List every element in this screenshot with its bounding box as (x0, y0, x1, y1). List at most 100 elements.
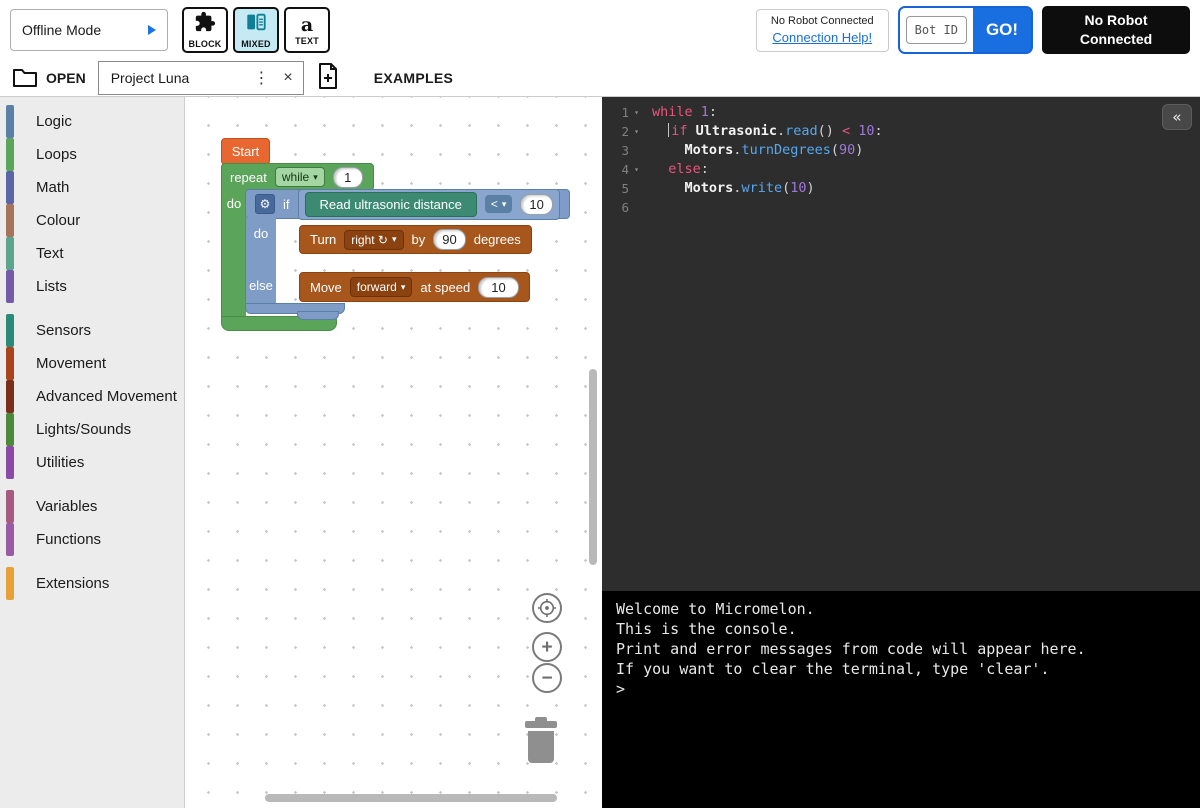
code-line[interactable]: Motors.turnDegrees(90) (652, 141, 1200, 160)
blockly-workspace[interactable]: Start repeat while ▾ 1 do ⚙ if Read ultr… (185, 97, 602, 808)
code-token: while (652, 104, 693, 120)
line-number: 3 (611, 141, 629, 160)
repeat-label: repeat (230, 170, 267, 185)
toolbox-category-colour[interactable]: Colour (0, 204, 184, 237)
tab-close-icon[interactable]: × (277, 69, 298, 87)
connection-help-link[interactable]: Connection Help! (771, 30, 874, 45)
zoom-out-button[interactable]: − (532, 663, 562, 693)
move-block[interactable]: Move forward ▾ at speed 10 (299, 272, 530, 302)
toolbox-category-lights-sounds[interactable]: Lights/Sounds (0, 413, 184, 446)
compare-block[interactable]: Read ultrasonic distance < ▾ 10 (298, 189, 560, 220)
repeat-value-slot[interactable]: 1 (333, 167, 363, 188)
text-view-button[interactable]: a TEXT (284, 7, 330, 53)
code-line[interactable]: Motors.write(10) (652, 179, 1200, 198)
fold-arrow-icon[interactable]: ▾ (631, 160, 642, 179)
if-block-header[interactable]: ⚙ if Read ultrasonic distance < ▾ 10 (245, 189, 570, 219)
code-line[interactable]: if Ultrasonic.read() < 10: (652, 122, 1200, 141)
horizontal-scrollbar[interactable] (265, 794, 557, 802)
repeat-mode-dropdown[interactable]: while ▾ (275, 167, 325, 187)
console-prompt[interactable]: > (616, 679, 1200, 699)
tab-menu-icon[interactable]: ⋮ (247, 68, 275, 88)
toolbox-category-utilities[interactable]: Utilities (0, 446, 184, 479)
category-label: Variables (36, 498, 97, 515)
block-view-button[interactable]: BLOCK (182, 7, 228, 53)
examples-button[interactable]: EXAMPLES (374, 70, 453, 86)
zoom-in-button[interactable]: + (532, 632, 562, 662)
toolbox-category-logic[interactable]: Logic (0, 105, 184, 138)
toolbox-category-loops[interactable]: Loops (0, 138, 184, 171)
category-color-bar (6, 204, 14, 237)
category-color-bar (6, 171, 14, 204)
code-token: 1 (701, 104, 709, 120)
mutator-gear-icon[interactable]: ⚙ (255, 194, 275, 214)
if-block-connector[interactable] (297, 311, 339, 320)
console[interactable]: Welcome to Micromelon.This is the consol… (602, 591, 1200, 808)
toolbox-category-advanced-movement[interactable]: Advanced Movement (0, 380, 184, 413)
toolbox-category-functions[interactable]: Functions (0, 523, 184, 556)
toolbox-category-movement[interactable]: Movement (0, 347, 184, 380)
category-color-bar (6, 413, 14, 446)
toolbox-group: Extensions (0, 567, 184, 600)
project-tab[interactable]: Project Luna ⋮ × (98, 61, 304, 95)
code-token: Motors (685, 180, 734, 196)
zoom-reset-button[interactable] (532, 593, 562, 623)
code-line[interactable] (652, 198, 1200, 217)
move-value-slot[interactable]: 10 (478, 277, 518, 298)
fold-arrow-icon[interactable]: ▾ (631, 122, 642, 141)
right-panel: 1▾2▾34▾56 while 1: if Ultrasonic.read() … (602, 97, 1200, 808)
ultrasonic-sensor-block[interactable]: Read ultrasonic distance (305, 192, 477, 217)
code-token: : (875, 123, 883, 139)
toolbox-category-lists[interactable]: Lists (0, 270, 184, 303)
go-button[interactable]: GO! (973, 8, 1031, 52)
start-block[interactable]: Start (221, 138, 270, 165)
turn-direction-dropdown[interactable]: right ↻ ▾ (344, 230, 403, 250)
trash-can-icon[interactable] (521, 717, 561, 770)
collapse-panel-button[interactable]: « (1162, 104, 1192, 130)
toolbox-category-text[interactable]: Text (0, 237, 184, 270)
code-line[interactable]: while 1: (652, 103, 1200, 122)
new-file-button[interactable] (316, 62, 340, 95)
mixed-view-button[interactable]: MIXED (233, 7, 279, 53)
split-view-icon (245, 11, 267, 38)
move-direction-dropdown[interactable]: forward ▾ (350, 277, 413, 297)
connection-status: No Robot Connected (771, 15, 874, 27)
gutter-line: 3 (602, 141, 646, 160)
category-label: Text (36, 245, 64, 262)
open-button[interactable]: OPEN (12, 66, 86, 91)
top-header: Offline Mode BLOCK MIXED a TEXT (0, 0, 1200, 60)
code-token: ) (806, 180, 814, 196)
toolbox-category-math[interactable]: Math (0, 171, 184, 204)
repeat-block-spine[interactable]: do (221, 190, 246, 316)
mode-select[interactable]: Offline Mode (10, 9, 168, 51)
code-token: 10 (790, 180, 806, 196)
crosshair-icon (536, 597, 558, 619)
editor-code[interactable]: while 1: if Ultrasonic.read() < 10: Moto… (652, 103, 1200, 591)
category-label: Colour (36, 212, 80, 229)
toolbox-category-extensions[interactable]: Extensions (0, 567, 184, 600)
category-label: Math (36, 179, 69, 196)
compare-value-slot[interactable]: 10 (520, 194, 552, 215)
turn-label: Turn (310, 232, 336, 247)
fold-arrow-icon[interactable]: ▾ (631, 103, 642, 122)
code-token (688, 123, 696, 139)
toolbox-group: SensorsMovementAdvanced MovementLights/S… (0, 314, 184, 479)
code-editor[interactable]: 1▾2▾34▾56 while 1: if Ultrasonic.read() … (602, 97, 1200, 591)
turn-value-slot[interactable]: 90 (433, 229, 465, 250)
if-else-label: else (246, 278, 276, 293)
turn-block[interactable]: Turn right ↻ ▾ by 90 degrees (299, 225, 532, 254)
code-token: ( (831, 142, 839, 158)
new-file-icon (316, 62, 340, 95)
vertical-scrollbar[interactable] (589, 369, 597, 565)
bot-id-input[interactable]: Bot ID (906, 16, 967, 44)
line-number: 6 (611, 198, 629, 217)
code-token (652, 142, 685, 158)
code-line[interactable]: else: (652, 160, 1200, 179)
category-label: Functions (36, 531, 101, 548)
toolbox-category-sensors[interactable]: Sensors (0, 314, 184, 347)
operator-dropdown[interactable]: < ▾ (485, 195, 513, 213)
if-block-spine[interactable]: do else (245, 218, 276, 304)
dropdown-caret-icon: ▾ (392, 234, 397, 245)
toolbox-category-variables[interactable]: Variables (0, 490, 184, 523)
text-cursor (668, 123, 669, 137)
repeat-block-header[interactable]: repeat while ▾ 1 (221, 163, 374, 191)
